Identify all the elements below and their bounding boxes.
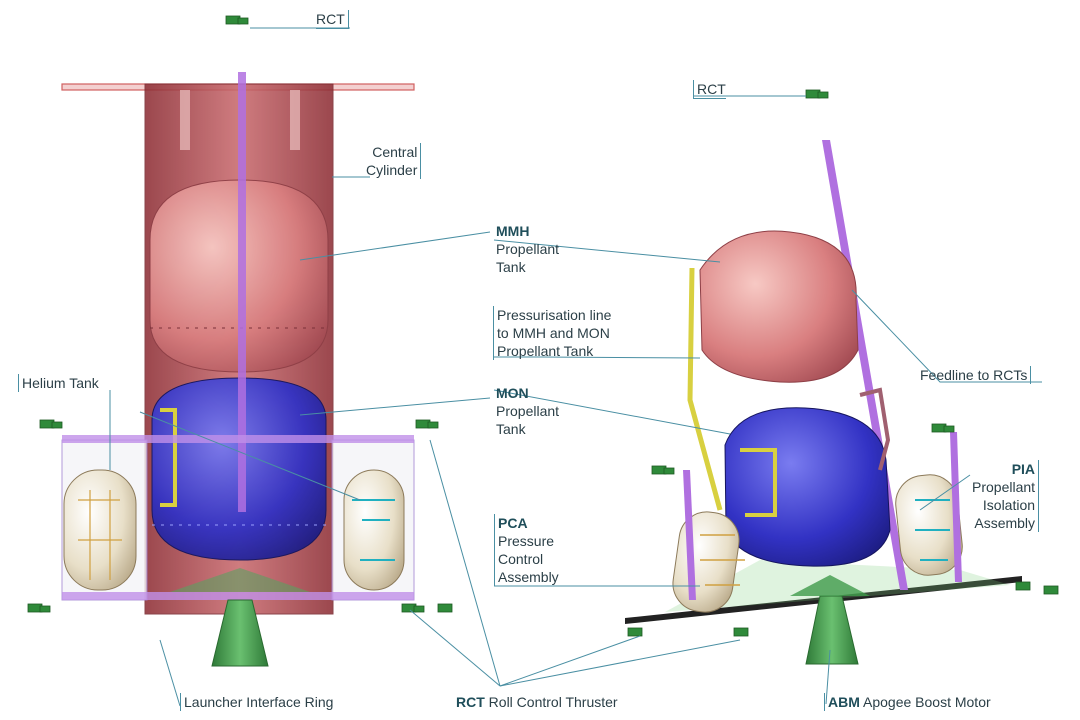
label-press-line1: Pressurisation line bbox=[497, 307, 612, 323]
label-mon-line1: Propellant bbox=[496, 403, 560, 419]
label-feedline: Feedline to RCTs bbox=[920, 366, 1032, 384]
label-central-cylinder-2: Cylinder bbox=[366, 162, 418, 178]
mon-tank-right bbox=[724, 407, 891, 567]
label-central-cylinder-1: Central bbox=[372, 144, 418, 160]
label-mon-tank: MON Propellant Tank bbox=[496, 384, 559, 438]
label-launcher-ring: Launcher Interface Ring bbox=[180, 693, 333, 711]
label-rct-top-left: RCT bbox=[316, 10, 349, 29]
label-press-line2: to MMH and MON bbox=[497, 325, 610, 341]
rct-thruster-left-3 bbox=[27, 603, 51, 613]
label-pca-bold: PCA bbox=[498, 515, 528, 531]
rct-thruster-top-right bbox=[805, 89, 829, 99]
rct-thruster-left-4 bbox=[401, 603, 425, 613]
label-mmh-line2: Tank bbox=[496, 259, 526, 275]
central-strut bbox=[238, 72, 246, 512]
label-press-line3: Propellant Tank bbox=[497, 343, 594, 359]
rct-thruster-right-3 bbox=[1015, 581, 1059, 595]
label-pressurisation-line: Pressurisation line to MMH and MON Prope… bbox=[493, 306, 611, 360]
label-mon-bold: MON bbox=[496, 385, 529, 401]
label-mon-line2: Tank bbox=[496, 421, 526, 437]
rct-thruster-left-1 bbox=[39, 419, 63, 429]
label-abm-text: Apogee Boost Motor bbox=[863, 694, 991, 710]
label-rct-roll-text: Roll Control Thruster bbox=[488, 694, 618, 710]
right-assembly bbox=[625, 140, 1022, 665]
label-pca-line2: Control bbox=[498, 551, 544, 567]
label-abm: ABM Apogee Boost Motor bbox=[824, 693, 991, 711]
rct-thruster-right-2 bbox=[931, 423, 955, 433]
label-pca-line1: Pressure bbox=[498, 533, 555, 549]
leader-lines bbox=[109, 27, 1042, 707]
rct-thruster-left-5 bbox=[437, 603, 453, 613]
label-pia-bold: PIA bbox=[1011, 461, 1036, 477]
label-rct-top-right: RCT bbox=[693, 80, 726, 99]
rct-thruster-right-4 bbox=[627, 627, 749, 637]
label-pca: PCA Pressure Control Assembly bbox=[494, 514, 559, 586]
helium-tank-left bbox=[63, 469, 137, 591]
abm-nozzle-left bbox=[211, 599, 269, 667]
label-pia: PIA Propellant Isolation Assembly bbox=[972, 460, 1040, 532]
rct-thruster-top-left bbox=[225, 15, 249, 25]
label-abm-bold: ABM bbox=[828, 694, 860, 710]
label-helium-tank: Helium Tank bbox=[18, 374, 99, 392]
label-pia-line2: Isolation bbox=[982, 497, 1036, 513]
label-rct-roll: RCT Roll Control Thruster bbox=[456, 693, 618, 711]
label-mmh-bold: MMH bbox=[496, 223, 530, 239]
rct-thruster-left-2 bbox=[415, 419, 439, 429]
label-pia-line3: Assembly bbox=[974, 515, 1036, 531]
label-central-cylinder: Central Cylinder bbox=[366, 143, 422, 179]
rct-thruster-right-1 bbox=[651, 465, 675, 475]
label-pia-line1: Propellant bbox=[972, 479, 1036, 495]
rct-thrusters bbox=[27, 15, 1059, 637]
label-pca-line3: Assembly bbox=[498, 569, 559, 585]
label-rct-roll-bold: RCT bbox=[456, 694, 485, 710]
helium-tank-right bbox=[343, 469, 405, 591]
label-mmh-tank: MMH Propellant Tank bbox=[496, 222, 559, 276]
abm-nozzle-right bbox=[805, 595, 859, 665]
label-mmh-line1: Propellant bbox=[496, 241, 560, 257]
left-assembly bbox=[61, 72, 415, 667]
mmh-tank-right bbox=[699, 230, 859, 383]
